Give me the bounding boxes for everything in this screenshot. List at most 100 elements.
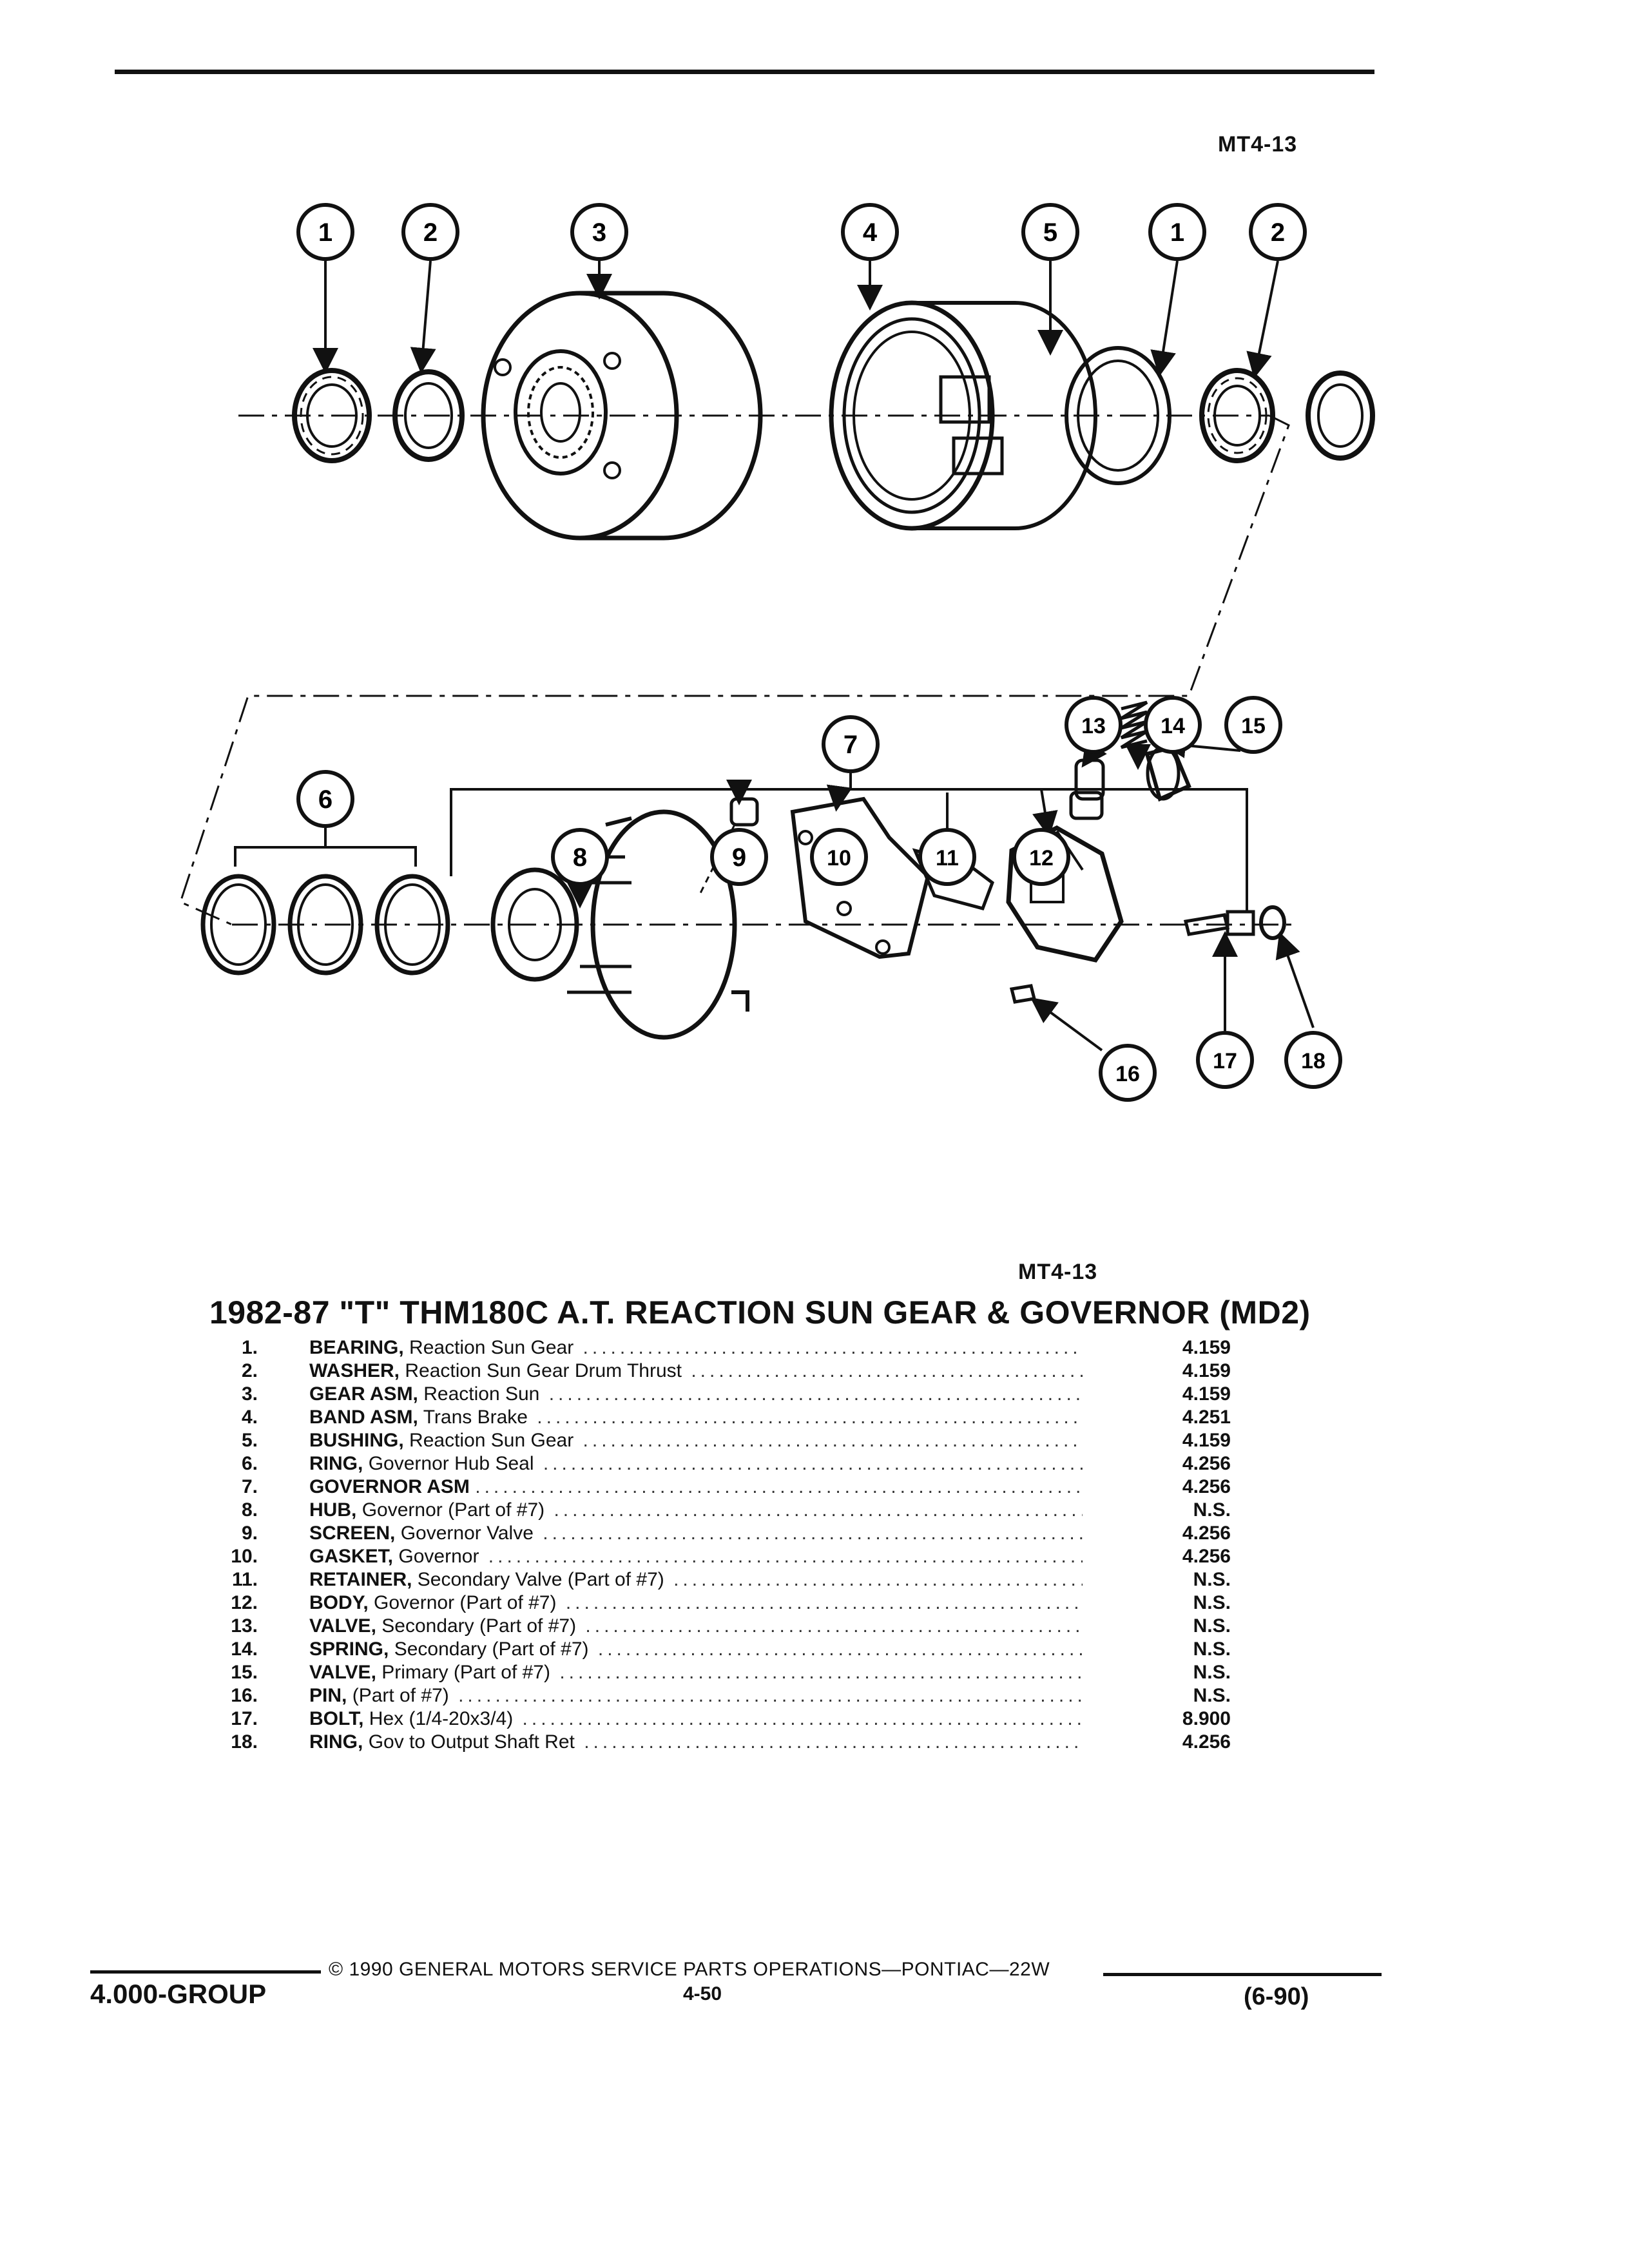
governor-gasket-part-10 [790, 796, 930, 959]
leader-dots: ........................................… [583, 1337, 1083, 1358]
list-item: 8. HUB, Governor (Part of #7) ...........… [200, 1499, 1231, 1523]
hex-bolt-part-17 [1183, 910, 1255, 936]
leader-dots: ........................................… [597, 1639, 1083, 1660]
svg-text:17: 17 [1213, 1049, 1237, 1073]
part-number: 18. [231, 1731, 258, 1753]
footer-rule-left [90, 1970, 321, 1974]
part-name: BOLT, [309, 1708, 364, 1729]
part-reference: 4.256 [1182, 1453, 1231, 1474]
svg-text:16: 16 [1115, 1062, 1140, 1086]
callout-1-right: 1 [1148, 203, 1206, 261]
part-detail: Governor (Part of #7) [361, 1499, 545, 1521]
svg-text:11: 11 [936, 846, 959, 870]
part-name: RING, [309, 1453, 363, 1474]
footer-date: (6-90) [1244, 1983, 1309, 2010]
figure-ref-top: MT4-13 [1218, 132, 1298, 157]
part-number: 2. [241, 1360, 258, 1381]
callout-2: 2 [401, 203, 459, 261]
footer-rule-right [1103, 1973, 1382, 1976]
list-item: 5.BUSHING, Reaction Sun Gear ...........… [200, 1430, 1231, 1453]
svg-text:4: 4 [863, 218, 878, 247]
part-name: SCREEN, [309, 1523, 396, 1544]
list-item: 4.BAND ASM, Trans Brake ................… [200, 1407, 1231, 1430]
part-reference: N.S. [1193, 1592, 1231, 1613]
leader-dots: ........................................… [543, 1453, 1083, 1474]
callout-15: 15 [1224, 696, 1282, 754]
list-item: 6.RING, Governor Hub Seal ..............… [200, 1453, 1231, 1476]
list-item: 12.BODY, Governor (Part of #7) .........… [200, 1592, 1231, 1615]
part-reference: N.S. [1193, 1685, 1231, 1706]
callout-16: 16 [1099, 1044, 1157, 1102]
bearing-part-1-right [1199, 368, 1275, 463]
svg-text:10: 10 [827, 846, 851, 870]
part-name: GASKET, [309, 1546, 394, 1567]
list-item: 7.GOVERNOR ASM .........................… [200, 1476, 1231, 1499]
part-description: RING, Gov to Output Shaft Ret ..........… [309, 1731, 1083, 1753]
callout-2-right: 2 [1249, 203, 1307, 261]
leader-dots: ........................................… [585, 1615, 1083, 1637]
callout-5: 5 [1021, 203, 1079, 261]
svg-text:3: 3 [592, 218, 606, 247]
list-item: 10.GASKET, Governor ....................… [200, 1546, 1231, 1569]
leader-dots: ........................................… [548, 1383, 1083, 1405]
svg-text:2: 2 [1271, 218, 1285, 247]
callout-7: 7 [822, 715, 880, 773]
list-item: 13.VALVE, Secondary (Part of #7) .......… [200, 1615, 1231, 1639]
list-item: 15.VALVE, Primary (Part of #7) .........… [200, 1662, 1231, 1685]
part-name: BAND ASM, [309, 1407, 418, 1428]
part-detail: Reaction Sun Gear Drum Thrust [405, 1360, 682, 1381]
part-name: BEARING, [309, 1337, 404, 1358]
svg-text:15: 15 [1241, 714, 1266, 738]
leader-dots: ........................................… [583, 1430, 1083, 1451]
leader-dots: ........................................… [559, 1662, 1083, 1683]
part-reference: 4.256 [1182, 1523, 1231, 1544]
part-description: HUB, Governor (Part of #7) .............… [309, 1499, 1083, 1521]
part-detail: (Part of #7) [352, 1685, 449, 1706]
part-number: 7. [241, 1476, 258, 1497]
svg-text:2: 2 [423, 218, 438, 247]
sun-gear-drum-part-3 [481, 291, 763, 541]
part-description: SCREEN, Governor Valve .................… [309, 1523, 1083, 1544]
part-description: WASHER, Reaction Sun Gear Drum Thrust ..… [309, 1360, 1083, 1382]
exploded-parts-diagram: 1 2 3 4 5 1 2 7 13 14 15 8 9 10 11 12 6 … [179, 203, 1375, 1102]
part-detail: Secondary Valve (Part of #7) [417, 1569, 664, 1590]
part-number: 8. [241, 1499, 258, 1521]
list-item: 17.BOLT, Hex (1/4-20x3/4) ..............… [200, 1708, 1231, 1731]
part-name: SPRING, [309, 1639, 389, 1660]
footer-page-number: 4-50 [683, 1983, 722, 2004]
part-number: 1. [241, 1337, 258, 1358]
part-name: PIN, [309, 1685, 347, 1706]
part-detail: Governor Hub Seal [368, 1453, 534, 1474]
leader-dots: ........................................… [488, 1546, 1083, 1567]
leader-dots: ........................................… [584, 1731, 1083, 1753]
part-number: 3. [241, 1383, 258, 1405]
part-description: VALVE, Primary (Part of #7) ............… [309, 1662, 1083, 1684]
part-reference: 4.251 [1182, 1407, 1231, 1428]
part-description: PIN, (Part of #7) ......................… [309, 1685, 1083, 1707]
part-detail: Gov to Output Shaft Ret [368, 1731, 575, 1753]
top-rule [115, 70, 1374, 74]
callout-4: 4 [841, 203, 899, 261]
part-detail: Hex (1/4-20x3/4) [369, 1708, 514, 1729]
part-detail: Reaction Sun [423, 1383, 540, 1405]
part-detail: Secondary (Part of #7) [381, 1615, 577, 1637]
part-reference: 4.256 [1182, 1546, 1231, 1567]
part-description: BEARING, Reaction Sun Gear .............… [309, 1337, 1083, 1359]
list-item: 11.RETAINER, Secondary Valve (Part of #7… [200, 1569, 1231, 1592]
svg-text:13: 13 [1081, 714, 1106, 738]
footer-group-label: 4.000-GROUP [90, 1979, 267, 2009]
part-detail: Reaction Sun Gear [409, 1337, 574, 1358]
leader-dots: ........................................… [565, 1592, 1083, 1613]
part-number: 5. [241, 1430, 258, 1451]
part-description: BAND ASM, Trans Brake ..................… [309, 1407, 1083, 1428]
svg-text:18: 18 [1301, 1049, 1325, 1073]
leader-dots: ........................................… [458, 1685, 1083, 1706]
parts-list-title: 1982-87 "T" THM180C A.T. REACTION SUN GE… [209, 1294, 1311, 1331]
part-description: BOLT, Hex (1/4-20x3/4) .................… [309, 1708, 1083, 1730]
part-number: 9. [241, 1523, 258, 1544]
pin-part-16 [1009, 984, 1037, 1004]
part-description: GEAR ASM, Reaction Sun .................… [309, 1383, 1083, 1405]
part-description: RING, Governor Hub Seal ................… [309, 1453, 1083, 1475]
callout-11: 11 [918, 828, 976, 886]
part-detail: Primary (Part of #7) [381, 1662, 550, 1683]
